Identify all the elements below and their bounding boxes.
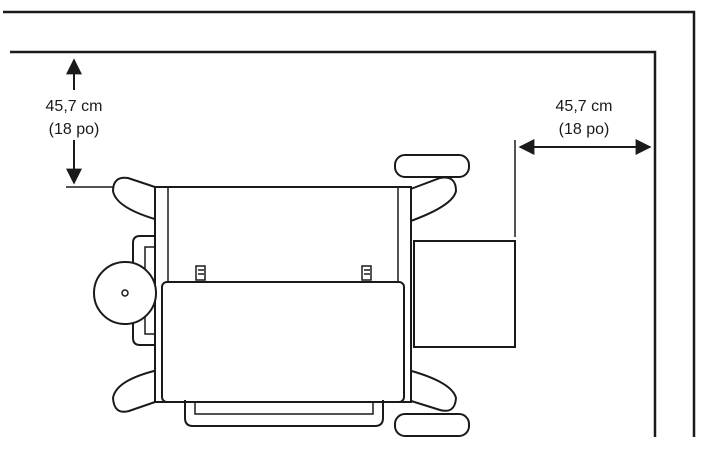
bracket-bottom-left: [111, 368, 159, 413]
machine-top-view: [93, 154, 516, 437]
wheel-bottom-right: [394, 413, 470, 437]
left-clearance-imperial: (18 po): [49, 121, 100, 138]
fitting-left: [195, 265, 206, 281]
right-clearance-imperial: (18 po): [559, 121, 610, 138]
fitting-right: [361, 265, 372, 281]
bottom-handle-inner: [194, 402, 374, 415]
main-cover: [161, 281, 405, 403]
bracket-top-right: [407, 176, 458, 224]
bracket-bottom-right: [407, 368, 458, 412]
bottom-handle: [184, 400, 384, 427]
left-clearance-metric: 45,7 cm: [46, 98, 103, 115]
right-clearance-dimension: [514, 139, 652, 237]
tank-cap: [121, 289, 129, 297]
wheel-top-right: [394, 154, 470, 178]
outer-wall: [3, 10, 696, 437]
outlet-box: [413, 240, 516, 348]
inner-wall: [10, 50, 657, 437]
right-clearance-metric: 45,7 cm: [556, 98, 613, 115]
bracket-top-left: [111, 176, 159, 222]
walls: [3, 10, 696, 437]
